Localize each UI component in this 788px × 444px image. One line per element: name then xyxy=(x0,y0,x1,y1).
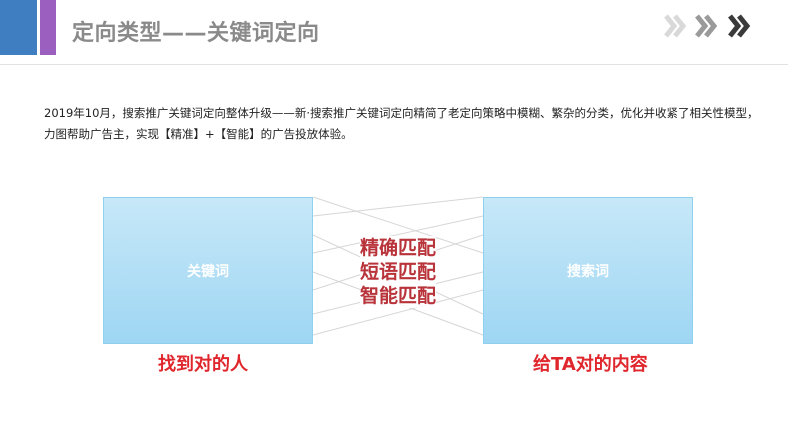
header-accent-blue-bar xyxy=(0,0,37,55)
chevron-right-triple-icon xyxy=(664,14,751,38)
match-type-list: 精确匹配 短语匹配 智能匹配 xyxy=(352,236,444,308)
right-caption: 给TA对的内容 xyxy=(533,354,648,375)
chevron-mid-icon xyxy=(695,14,718,38)
match-type-smart: 智能匹配 xyxy=(359,284,436,308)
keyword-box-label: 关键词 xyxy=(187,263,229,280)
description-line-1: 2019年10月，搜索推广关键词定向整体升级——新·搜索推广关键词定向精简了老定… xyxy=(44,106,759,120)
search-term-box-label: 搜索词 xyxy=(567,263,609,280)
header-divider xyxy=(0,64,788,65)
match-type-exact: 精确匹配 xyxy=(359,236,436,260)
header-accent-purple-bar xyxy=(40,0,56,55)
chevron-dark-icon xyxy=(728,14,751,38)
chevron-light-icon xyxy=(664,14,687,38)
left-caption: 找到对的人 xyxy=(158,354,248,375)
page-title: 定向类型——关键词定向 xyxy=(72,21,320,46)
description-line-2: 力图帮助广告主，实现【精准】+【智能】的广告投放体验。 xyxy=(44,127,353,141)
match-type-phrase: 短语匹配 xyxy=(359,260,436,284)
search-term-box: 搜索词 xyxy=(483,197,693,344)
description-paragraph: 2019年10月，搜索推广关键词定向整体升级——新·搜索推广关键词定向精简了老定… xyxy=(44,103,764,145)
keyword-box: 关键词 xyxy=(103,197,313,344)
